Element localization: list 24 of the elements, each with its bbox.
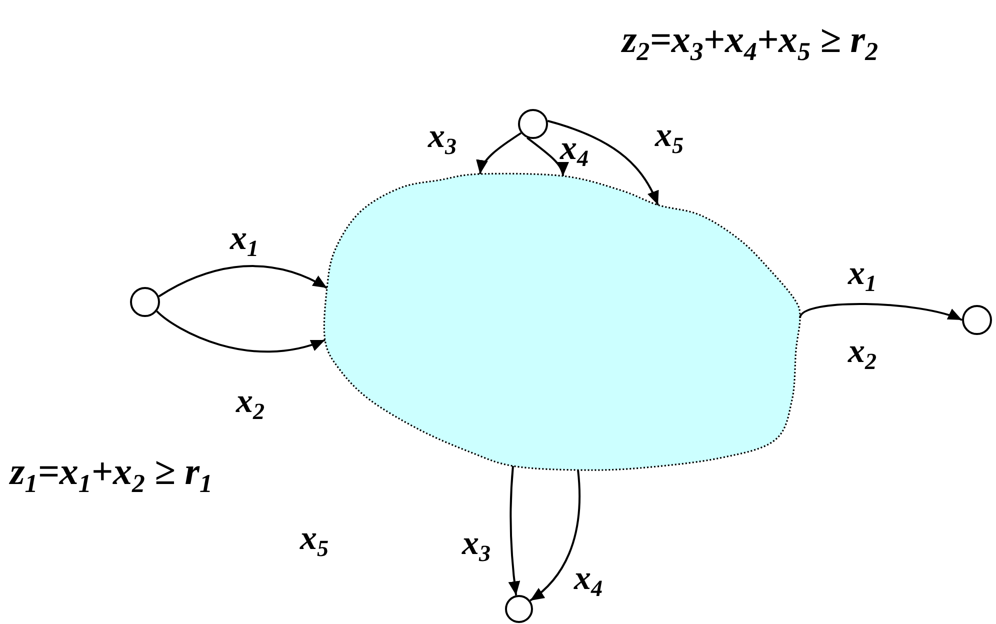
arrow	[526, 137, 568, 176]
arrow	[156, 310, 326, 353]
edge-label: x$_{5}$	[655, 117, 684, 160]
circle-node	[518, 109, 548, 139]
arrow	[530, 470, 580, 602]
edge-label: x$_{4}$	[560, 130, 589, 172]
variable-label: x$_{2}$	[848, 333, 877, 376]
edge-label: x$_{3}$	[462, 525, 491, 568]
edge-label: x$_{1}$	[848, 255, 877, 298]
edge-label: x$_{1}$	[230, 220, 259, 262]
formula: z$_{2}$=x$_{3}$+x$_{4}$+x$_{5}$ ≥ r$_{2}$	[622, 20, 878, 66]
circle-node	[962, 305, 992, 335]
arrow	[799, 303, 962, 321]
arrow	[477, 132, 522, 174]
arrow	[508, 466, 520, 596]
formula: z$_{1}$=x$_{1}$+x$_{2}$ ≥ r$_{1}$	[10, 452, 212, 498]
arrow	[158, 265, 328, 298]
arrow	[547, 120, 659, 206]
edge-label: x$_{4}$	[574, 560, 603, 602]
edge-label: x$_{3}$	[428, 118, 457, 160]
variable-label: x$_{5}$	[300, 520, 329, 562]
circle-node	[505, 595, 533, 623]
edge-label: x$_{2}$	[236, 383, 265, 426]
circle-node	[130, 287, 160, 317]
